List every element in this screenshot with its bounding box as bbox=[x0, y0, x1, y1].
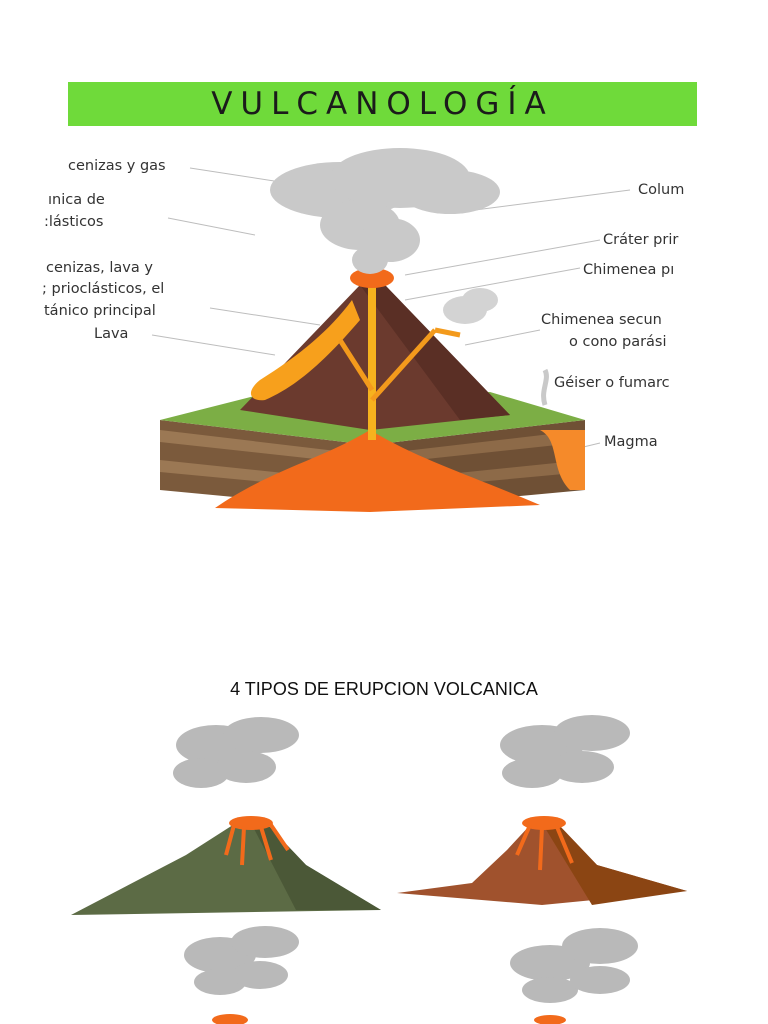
volcano-type-4-image bbox=[490, 918, 660, 1024]
label-cenizas-gas: cenizas y gas bbox=[68, 158, 166, 174]
label-geiser-fumarola: Géiser o fumarc bbox=[554, 375, 670, 391]
volcano-diagram: cenizas y gas ınica de :lásticos cenizas… bbox=[40, 130, 700, 520]
label-chimenea-principal: Chimenea pı bbox=[583, 262, 675, 278]
section-title: 4 TIPOS DE ERUPCION VOLCANICA bbox=[230, 679, 538, 699]
page-title: VULCANOLOGÍA bbox=[211, 86, 554, 122]
left-label-column: cenizas y gas ınica de :lásticos cenizas… bbox=[40, 130, 240, 360]
title-banner: VULCANOLOGÍA bbox=[68, 82, 697, 126]
label-lava: Lava bbox=[94, 326, 129, 342]
label-prioclasticos: ; prioclásticos, el bbox=[42, 281, 165, 297]
label-chimenea-secundaria: Chimenea secun bbox=[541, 312, 662, 328]
volcano-type-3-image bbox=[170, 920, 320, 1024]
label-columna-eruptiva: ınica de bbox=[48, 192, 105, 208]
volcano-illustration bbox=[151, 148, 631, 512]
label-magma: Magma bbox=[604, 434, 658, 450]
label-cono-parasito: o cono parási bbox=[569, 334, 667, 350]
label-volcanico-principal: tánico principal bbox=[44, 303, 156, 319]
label-cenizas-lava: cenizas, lava y bbox=[46, 260, 153, 276]
label-columna: Colum bbox=[638, 182, 685, 198]
right-label-column: Colum Cráter prir Chimenea pı Chimenea s… bbox=[520, 130, 697, 470]
label-crater-principal: Cráter prir bbox=[603, 232, 679, 248]
volcano-type-1-image bbox=[66, 705, 386, 920]
volcano-type-2-image bbox=[392, 705, 692, 920]
label-piroclasticos: :lásticos bbox=[44, 214, 104, 230]
